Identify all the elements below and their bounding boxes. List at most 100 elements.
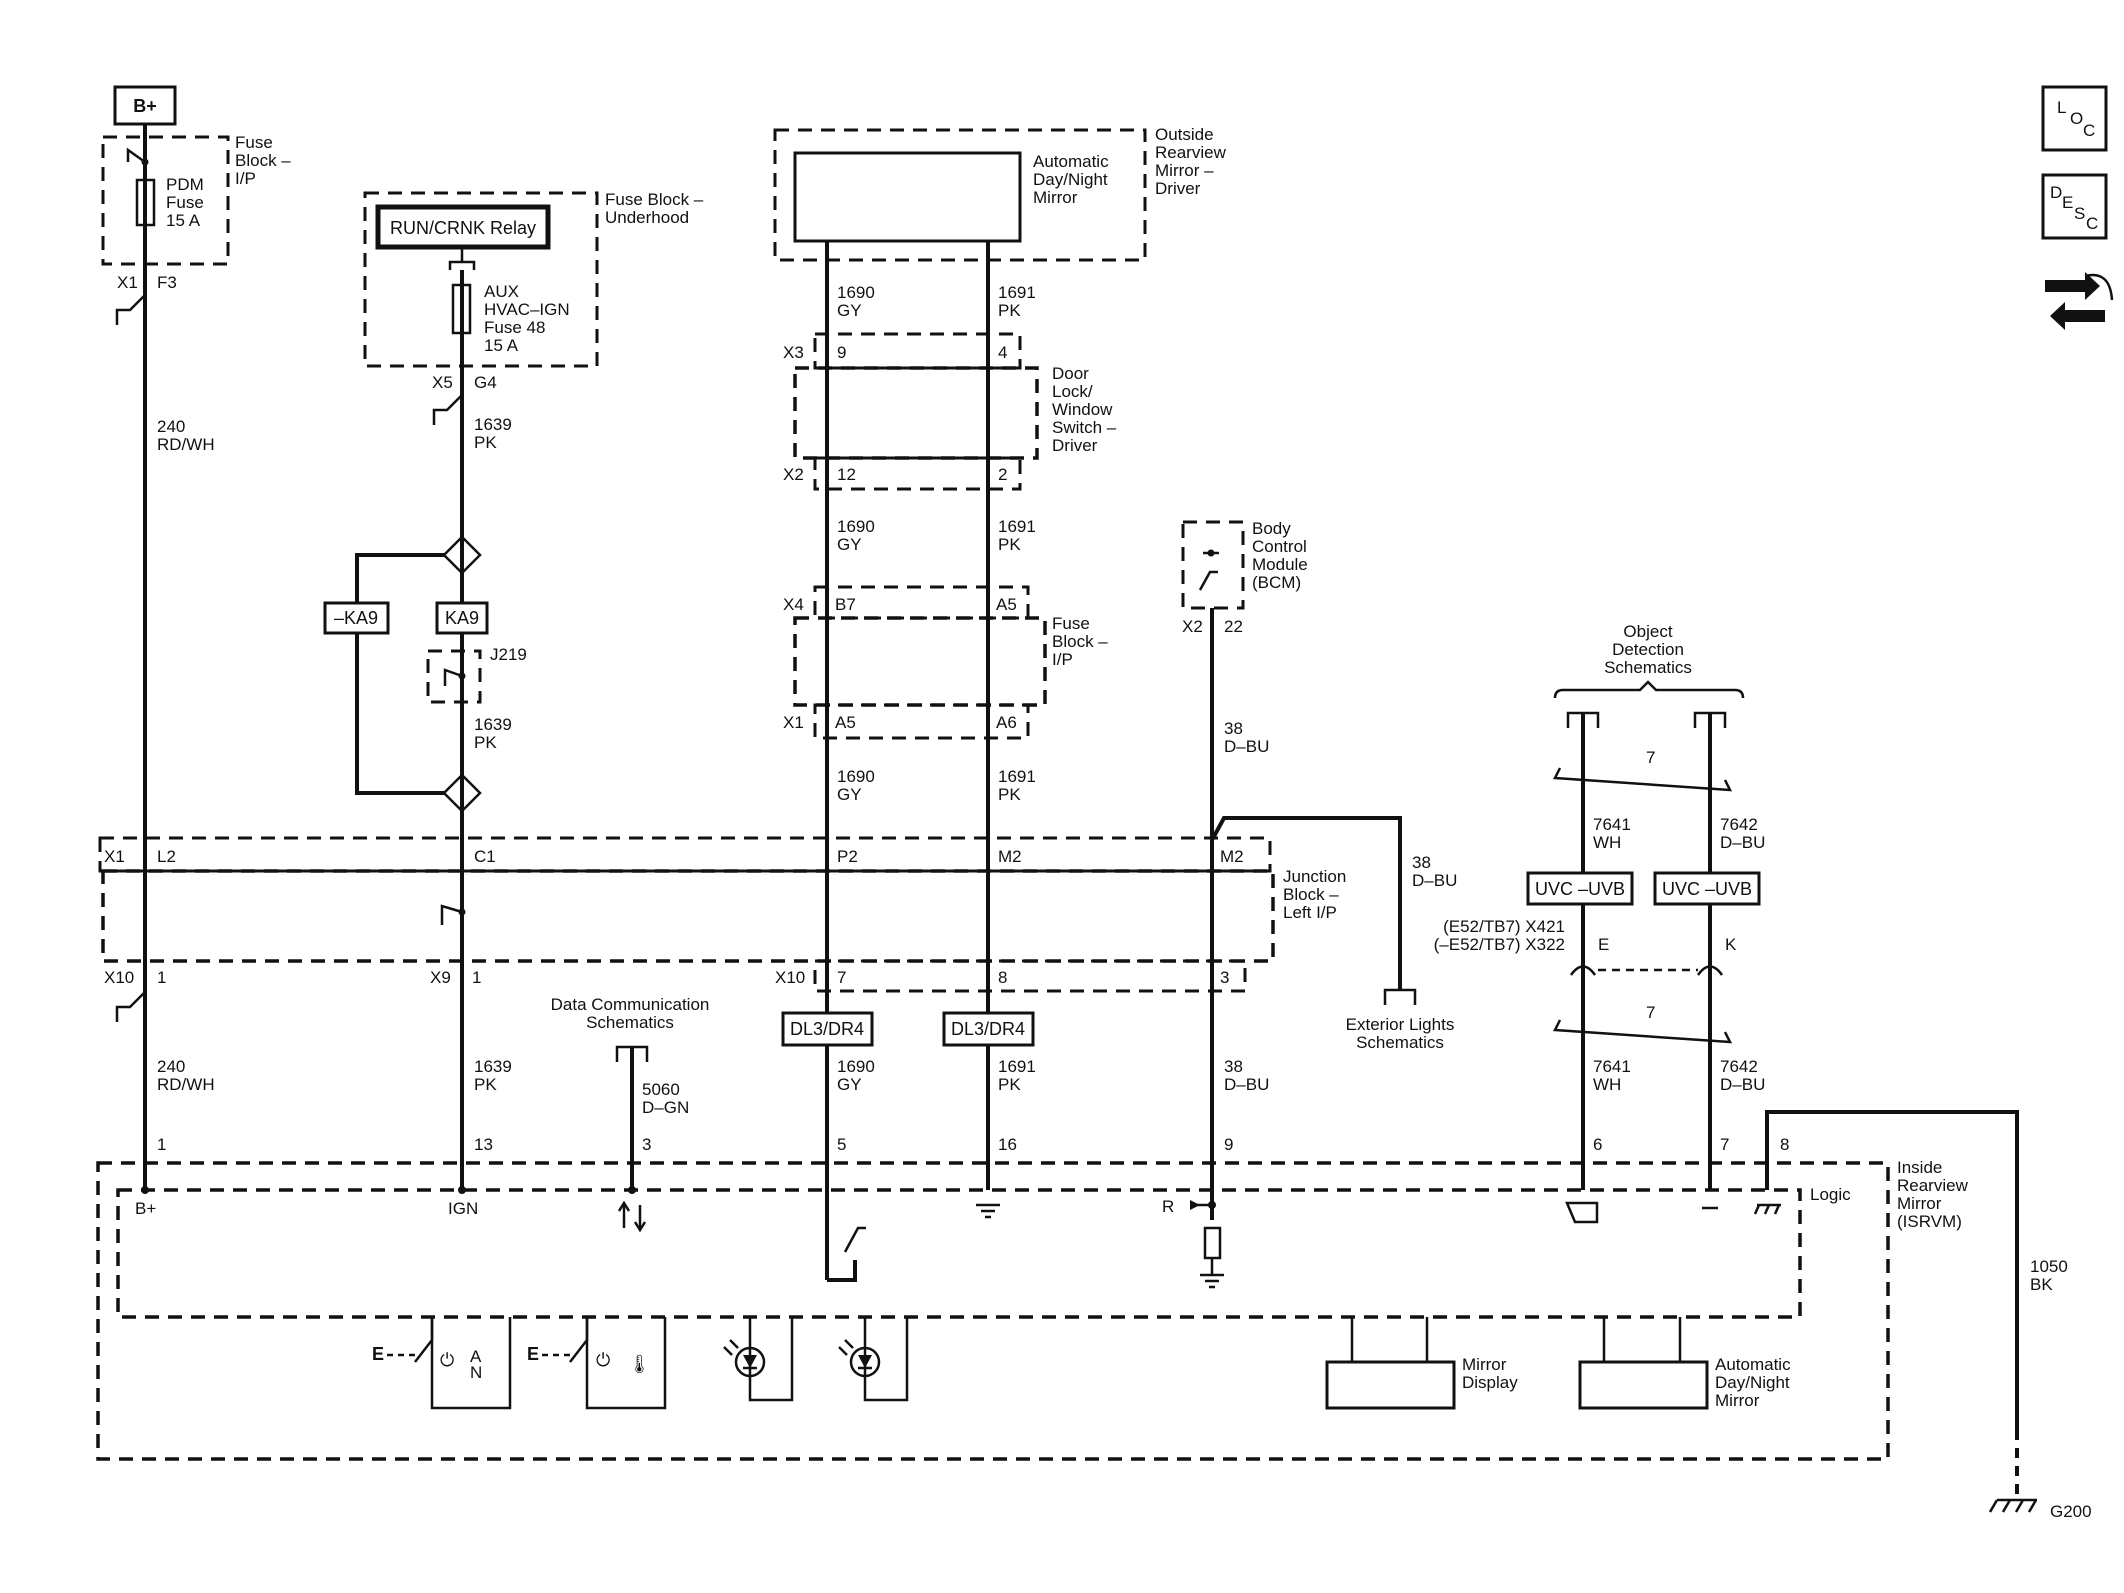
outside-mirror-block bbox=[773, 128, 1147, 262]
door-x3-label: X3 bbox=[783, 343, 804, 362]
isrvm-label-4: (ISRVM) bbox=[1897, 1212, 1962, 1231]
wire-240-num-top: 240 bbox=[157, 417, 185, 436]
ground-symbol-9 bbox=[1200, 1273, 1224, 1289]
w38-col-a: D–BU bbox=[1224, 737, 1269, 756]
w1690-col-c: GY bbox=[837, 785, 862, 804]
x1-connector-mid bbox=[813, 703, 1030, 740]
object-detection-line1: Object bbox=[1623, 622, 1672, 641]
ka9-left-box bbox=[323, 601, 390, 635]
isrvm-pin-5: 5 bbox=[837, 1135, 846, 1154]
automatic-day-night-mirror-box bbox=[793, 151, 1022, 243]
uvc-left-box bbox=[1526, 871, 1634, 906]
ip-mid-label-1: Fuse bbox=[1052, 614, 1090, 633]
ground-g200-label: G200 bbox=[2050, 1502, 2092, 1521]
w1691-num-a: 1691 bbox=[998, 283, 1036, 302]
ip-x1-label: X1 bbox=[783, 713, 804, 732]
isrvm-bplus-label: B+ bbox=[135, 1199, 156, 1218]
ka9-left-label: –KA9 bbox=[334, 608, 378, 628]
isrvm-module-box bbox=[96, 1161, 1890, 1461]
g4-pin-label: G4 bbox=[474, 373, 497, 392]
wire-1639-num-c: 1639 bbox=[474, 1057, 512, 1076]
dl3-right-box bbox=[942, 1011, 1035, 1047]
outside-label-line4: Driver bbox=[1155, 179, 1201, 198]
door-label-5: Driver bbox=[1052, 436, 1098, 455]
door-lock-switch-block bbox=[793, 366, 1039, 460]
splice-diamond-top bbox=[442, 535, 482, 575]
b-plus-label: B+ bbox=[133, 96, 157, 116]
object-detection-brace bbox=[1553, 680, 1745, 699]
junction-x10-mid-connector bbox=[813, 959, 1247, 993]
dl3-right-label: DL3/DR4 bbox=[951, 1019, 1025, 1039]
chassis-ground-icon bbox=[1753, 1203, 1781, 1215]
led-indicator-1 bbox=[723, 1317, 794, 1402]
junction-x10-pin8: 8 bbox=[998, 968, 1007, 987]
pdm-fuse-line1: PDM bbox=[166, 175, 204, 194]
wire-1639-color-b: PK bbox=[474, 733, 497, 752]
w1050-num: 1050 bbox=[2030, 1257, 2068, 1276]
fuse-block-ip-top bbox=[101, 135, 230, 266]
w1690-col-a: GY bbox=[837, 301, 862, 320]
w1690-num-a: 1690 bbox=[837, 283, 875, 302]
twist-bottom-label: 7 bbox=[1646, 1003, 1655, 1022]
data-comm-line2: Schematics bbox=[586, 1013, 674, 1032]
auto-mirror-line1: Automatic bbox=[1715, 1355, 1791, 1374]
w7642-col-a: D–BU bbox=[1720, 833, 1765, 852]
door-label-2: Lock/ bbox=[1052, 382, 1093, 401]
w1691-num-c: 1691 bbox=[998, 767, 1036, 786]
w1690-num-c: 1690 bbox=[837, 767, 875, 786]
fuse-block-ip-top-line3: I/P bbox=[235, 169, 256, 188]
uvc-right-box bbox=[1653, 871, 1761, 906]
door-x3-pin2: 4 bbox=[998, 343, 1007, 362]
isrvm-ign-label: IGN bbox=[448, 1199, 478, 1218]
desc-icon[interactable]: D E S C bbox=[2041, 173, 2108, 240]
outside-inner-line1: Automatic bbox=[1033, 152, 1109, 171]
junction-label-1: Junction bbox=[1283, 867, 1346, 886]
x3-connector bbox=[813, 332, 1022, 370]
ip-x4-pin2: A5 bbox=[996, 595, 1017, 614]
door-x2-pin2: 2 bbox=[998, 465, 1007, 484]
loc-icon[interactable]: L O C bbox=[2041, 85, 2108, 152]
junction-pin-c1: C1 bbox=[474, 847, 496, 866]
w1691-col-d: PK bbox=[998, 1075, 1021, 1094]
door-x2-label: X2 bbox=[783, 465, 804, 484]
isrvm-pin-7: 7 bbox=[1720, 1135, 1729, 1154]
isrvm-logic-box bbox=[116, 1188, 1802, 1319]
fuse-block-ip-top-line2: Block – bbox=[235, 151, 291, 170]
underhood-label-line1: Fuse Block – bbox=[605, 190, 704, 209]
led-indicator-2 bbox=[838, 1317, 909, 1402]
door-x2-pin1: 12 bbox=[837, 465, 856, 484]
run-crnk-relay-label: RUN/CRNK Relay bbox=[390, 218, 536, 238]
desc-s: S bbox=[2074, 204, 2085, 223]
w7642-num-b: 7642 bbox=[1720, 1057, 1758, 1076]
isrvm-r-label: R bbox=[1162, 1197, 1174, 1216]
isrvm-pin-13: 13 bbox=[474, 1135, 493, 1154]
w5060-col: D–GN bbox=[642, 1098, 689, 1117]
wire-240-color-bottom: RD/WH bbox=[157, 1075, 215, 1094]
diagnostic-tools-icon[interactable] bbox=[2045, 272, 2114, 330]
twisted-pair-bottom bbox=[1553, 1019, 1733, 1044]
ip-x4-label: X4 bbox=[783, 595, 804, 614]
data-arrows-icon bbox=[617, 1200, 647, 1233]
junction-x10-pin7: 7 bbox=[837, 968, 846, 987]
junction-pin-m2-b: M2 bbox=[1220, 847, 1244, 866]
wire-1639-num-a: 1639 bbox=[474, 415, 512, 434]
auto-icon: A bbox=[470, 1347, 482, 1366]
isrvm-logic-label: Logic bbox=[1810, 1185, 1851, 1204]
door-x3-pin1: 9 bbox=[837, 343, 846, 362]
loc-o: O bbox=[2070, 109, 2083, 128]
bcm-label-2: Control bbox=[1252, 537, 1307, 556]
w5060-num: 5060 bbox=[642, 1080, 680, 1099]
exterior-lights-line1: Exterior Lights bbox=[1346, 1015, 1455, 1034]
ka9-right-label: KA9 bbox=[445, 608, 479, 628]
junction-x1-label: X1 bbox=[104, 847, 125, 866]
twisted-pair-top bbox=[1553, 767, 1733, 792]
thermometer-icon: 🌡 bbox=[628, 1354, 651, 1374]
loc-c: C bbox=[2083, 121, 2095, 140]
od-connector-line1: (E52/TB7) X421 bbox=[1443, 917, 1565, 936]
w7641-col-a: WH bbox=[1593, 833, 1621, 852]
auto-day-night-mirror-isrvm: Automatic Day/Night Mirror bbox=[1578, 1317, 1791, 1410]
aux-fuse-line2: HVAC–IGN bbox=[484, 300, 570, 319]
od-connector-line2: (–E52/TB7) X322 bbox=[1434, 935, 1565, 954]
isrvm-pin-9: 9 bbox=[1224, 1135, 1233, 1154]
